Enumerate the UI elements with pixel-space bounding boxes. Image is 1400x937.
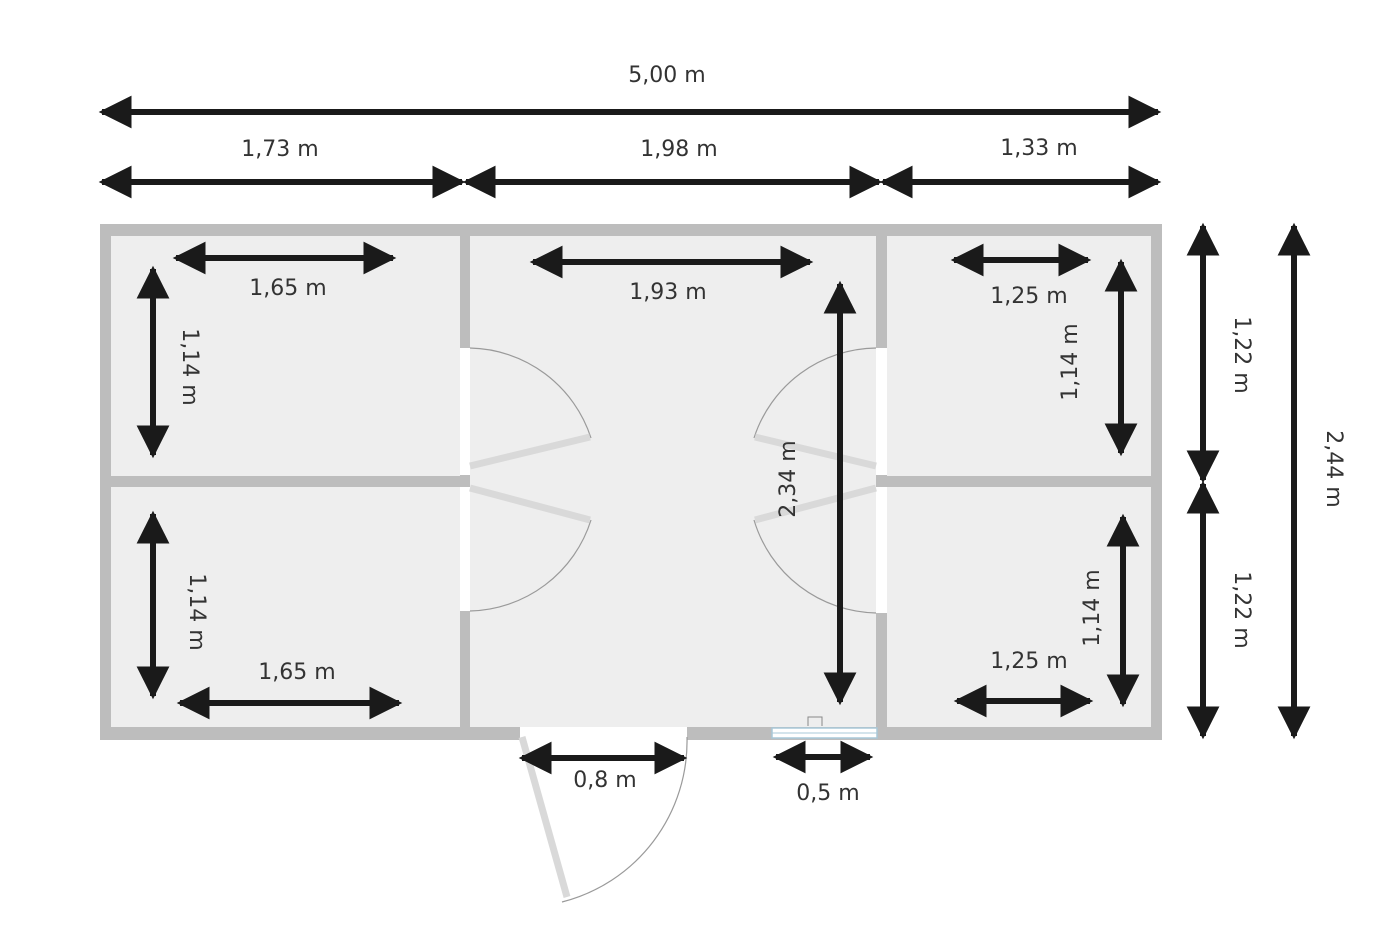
label-right-upper-half: 1,22 m [1229,316,1254,393]
openings [518,716,878,903]
label-right-lower-half: 1,22 m [1229,571,1254,648]
label-segment-3: 1,33 m [1000,136,1077,161]
label-top-left-height: 1,14 m [177,328,202,405]
door-opening-bottom-left [460,487,470,611]
floor-top-left-room [111,236,460,476]
door-arc-bottom-left [469,519,592,612]
dimension-arrows [98,95,1311,775]
floor-top-right-room [887,236,1151,476]
label-top-right-width: 1,25 m [990,284,1067,309]
floor-center-room [470,236,876,727]
door-arc-top-left [469,347,592,439]
label-overall-width: 5,00 m [628,63,705,88]
label-bottom-left-height: 1,14 m [184,573,209,650]
label-bottom-left-width: 1,65 m [258,660,335,685]
door-opening-top-left [460,348,470,475]
label-entrance-door: 0,8 m [573,768,636,793]
label-segment-2: 1,98 m [640,137,717,162]
door-opening-bottom-right [876,487,887,613]
floor-bottom-right-room [887,487,1151,727]
label-bottom-right-width: 1,25 m [990,649,1067,674]
window-handle-icon [807,716,823,726]
label-overall-depth: 2,44 m [1321,430,1346,507]
label-window: 0,5 m [796,781,859,806]
entrance-door-arc [561,736,688,903]
label-center-width: 1,93 m [629,280,706,305]
door-leaf-top-left [469,433,591,470]
label-bottom-right-height: 1,14 m [1080,569,1105,646]
dimension-labels: 5,00 m 1,73 m 1,98 m 1,33 m 1,65 m 1,14 … [177,63,1346,806]
label-segment-1: 1,73 m [241,137,318,162]
label-center-height: 2,34 m [776,440,801,517]
door-opening-top-right [876,348,887,475]
label-top-left-width: 1,65 m [249,276,326,301]
door-leaf-bottom-left [469,484,591,524]
label-top-right-height: 1,14 m [1058,323,1083,400]
floor-bottom-left-room [111,487,460,727]
entrance-door-opening [520,727,687,740]
